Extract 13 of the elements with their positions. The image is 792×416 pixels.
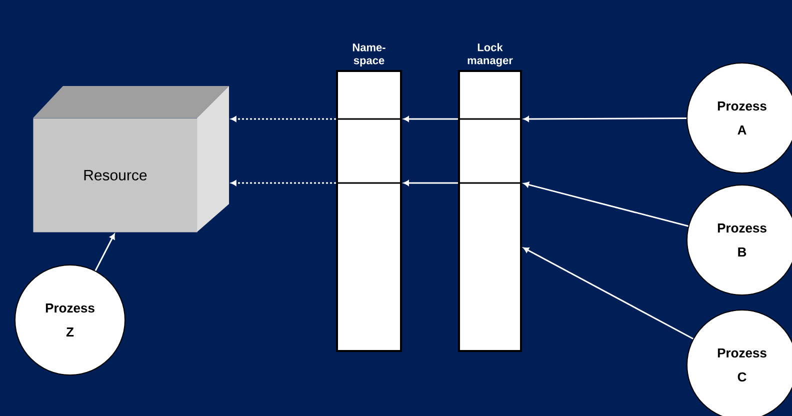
resource-box: Resource xyxy=(33,86,229,232)
arrow xyxy=(404,116,458,122)
arrow xyxy=(230,116,336,122)
arrow xyxy=(524,116,687,122)
arrow xyxy=(94,234,115,272)
table-column: Name- space xyxy=(336,44,402,352)
node-label: Lock manager xyxy=(468,43,513,66)
node-label: Name- space xyxy=(352,44,386,66)
arrow xyxy=(523,182,688,227)
arrow xyxy=(523,247,694,340)
arrow xyxy=(230,180,336,186)
arrow xyxy=(404,180,458,186)
table-column: Lock manager xyxy=(458,43,522,352)
